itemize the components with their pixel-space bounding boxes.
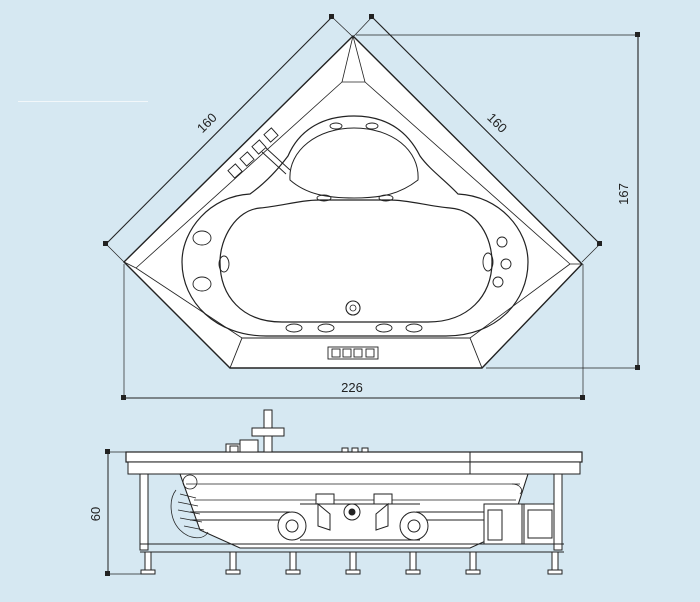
side-frame <box>128 473 578 553</box>
dim-line-right-160 <box>353 14 602 263</box>
faint-guide-line <box>18 101 148 102</box>
side-feet <box>140 551 563 575</box>
tub-well-inner <box>219 199 493 323</box>
tub-well-outer <box>181 115 529 337</box>
side-controls <box>341 447 369 453</box>
side-control-box <box>483 503 559 545</box>
tub-headrest <box>289 127 419 199</box>
tub-bevel-top <box>135 81 571 269</box>
side-pumps <box>277 493 429 541</box>
dim-label-width: 226 <box>341 380 363 395</box>
massage-jets <box>192 122 512 333</box>
top-view <box>103 14 640 400</box>
dim-line-left-160 <box>103 14 353 263</box>
side-faucet <box>225 409 285 453</box>
side-rim <box>125 451 583 463</box>
tub-outer-rim <box>123 35 583 369</box>
drain-icon <box>345 300 361 316</box>
dim-label-height: 167 <box>616 183 631 205</box>
tub-front-apron <box>229 337 483 369</box>
dim-label-left-edge: 160 <box>194 110 220 136</box>
dim-line-height-167 <box>356 32 640 370</box>
side-view <box>105 409 583 576</box>
control-panel <box>327 346 379 360</box>
dim-line-width-226 <box>121 264 585 400</box>
faucet-controls <box>227 127 291 179</box>
dim-label-side-height: 60 <box>88 507 103 521</box>
side-coil-hose <box>170 474 522 539</box>
